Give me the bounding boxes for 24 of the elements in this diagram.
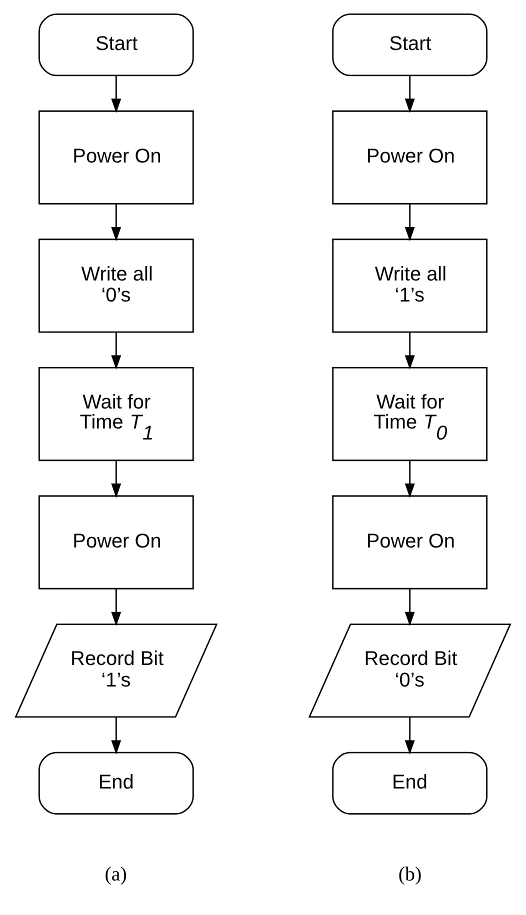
arrow — [111, 204, 122, 242]
arrow — [404, 332, 415, 370]
node-box: Start — [332, 13, 488, 76]
arrow — [111, 460, 122, 498]
label: (b) — [398, 863, 422, 886]
node-box: End — [38, 752, 194, 815]
arrow — [404, 460, 415, 498]
arrow — [404, 717, 415, 754]
label: (a) — [104, 863, 127, 886]
arrow — [404, 204, 415, 242]
arrow — [111, 76, 122, 113]
node-box: Power On — [38, 495, 194, 590]
node-box: End — [332, 752, 488, 815]
node-box: Power On — [332, 110, 488, 204]
arrow — [404, 589, 415, 626]
node-box: Power On — [38, 110, 194, 204]
arrow — [111, 332, 122, 370]
node-box: Write all ‘0’s — [38, 238, 194, 333]
arrow — [111, 717, 122, 754]
node-box: Write all ‘1’s — [332, 238, 488, 333]
arrow — [111, 589, 122, 626]
arrow — [404, 76, 415, 113]
node-box: Power On — [332, 495, 488, 590]
node-box: Start — [38, 13, 194, 76]
